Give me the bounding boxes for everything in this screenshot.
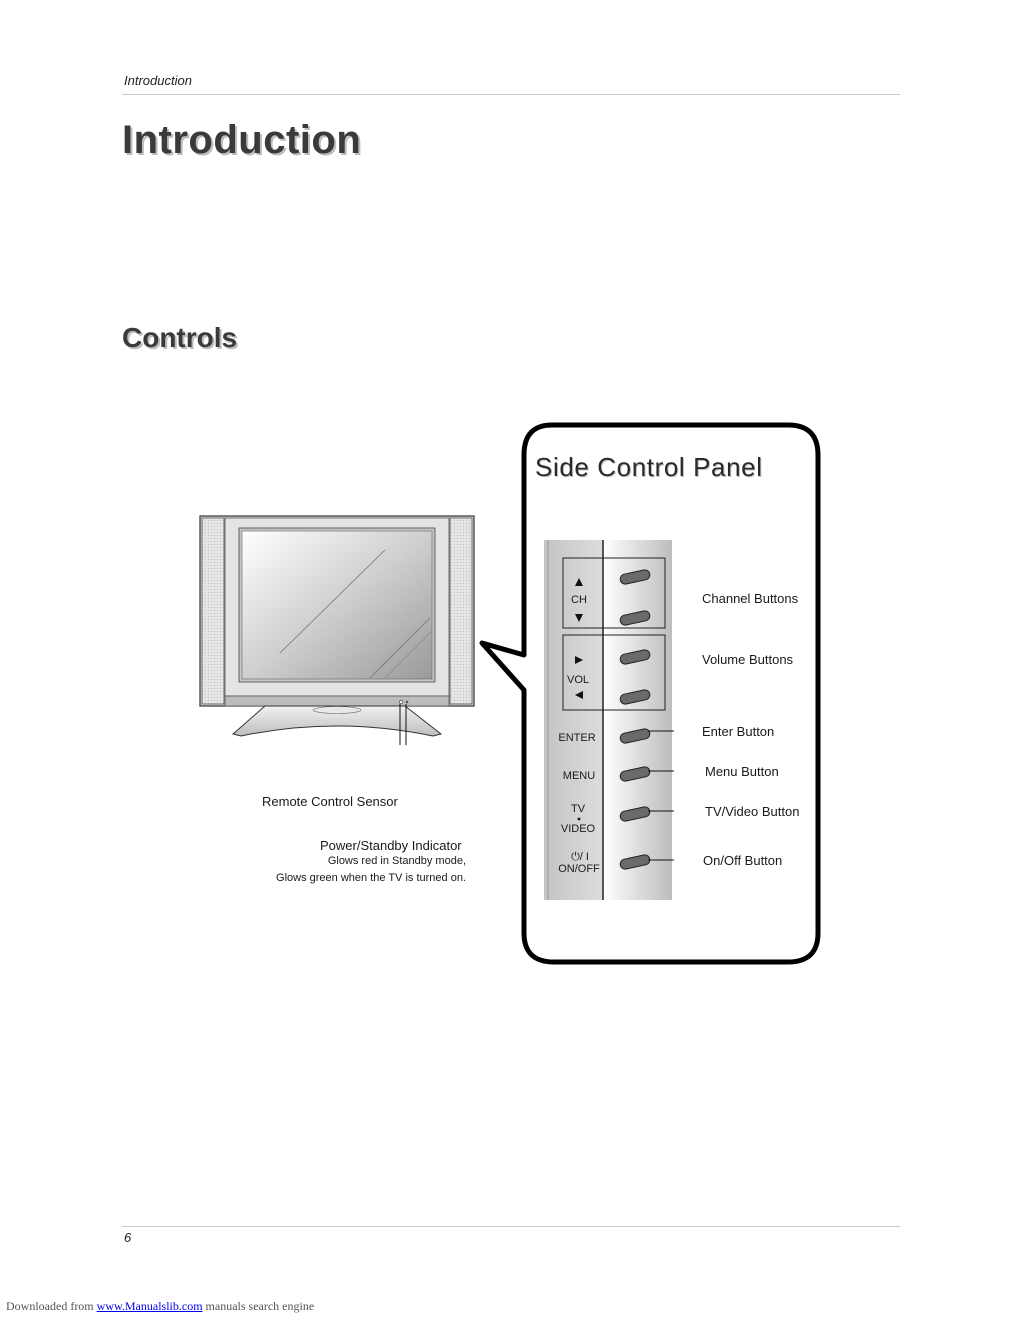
volume-buttons-callout: Volume Buttons xyxy=(702,652,794,667)
power-note-on: Glows green when the TV is turned on. xyxy=(276,872,466,884)
on-off-button-callout: On/Off Button xyxy=(703,853,783,868)
ch-label: CH xyxy=(571,594,587,606)
section-title: Controls xyxy=(122,322,238,353)
power-note-standby: Glows red in Standby mode, xyxy=(327,855,466,867)
enter-label: ENTER xyxy=(558,732,596,744)
power-indicator-callout: Power/Standby Indicator xyxy=(320,838,462,853)
footer-suffix: manuals search engine xyxy=(205,1299,315,1313)
page-number: 6 xyxy=(124,1230,132,1245)
running-head: Introduction xyxy=(124,73,192,88)
tv-video-button-callout: TV/Video Button xyxy=(705,804,800,819)
vol-label: VOL xyxy=(566,674,589,686)
menu-button-callout: Menu Button xyxy=(705,764,779,779)
channel-buttons-callout: Channel Buttons xyxy=(702,591,799,606)
side-control-panel xyxy=(544,540,674,900)
tv-illustration xyxy=(199,515,475,745)
menu-label: MENU xyxy=(562,770,596,782)
tv-label: TV xyxy=(570,803,586,815)
footer-prefix: Downloaded from xyxy=(6,1299,94,1313)
remote-sensor-callout: Remote Control Sensor xyxy=(262,794,398,809)
page-title: Introduction xyxy=(122,118,362,162)
header-rule xyxy=(122,94,900,95)
onoff-label: ON/OFF xyxy=(558,863,600,875)
enter-button-callout: Enter Button xyxy=(702,724,775,739)
manualslib-link[interactable]: www.Manualslib.com xyxy=(96,1299,203,1313)
video-label: VIDEO xyxy=(560,823,596,835)
panel-title: Side Control Panel xyxy=(535,452,763,482)
onoff-symbol-label: ⏻/ I xyxy=(571,851,589,863)
footer-rule xyxy=(122,1226,900,1227)
download-footer: Downloaded from www.Manualslib.com manua… xyxy=(6,1299,314,1314)
